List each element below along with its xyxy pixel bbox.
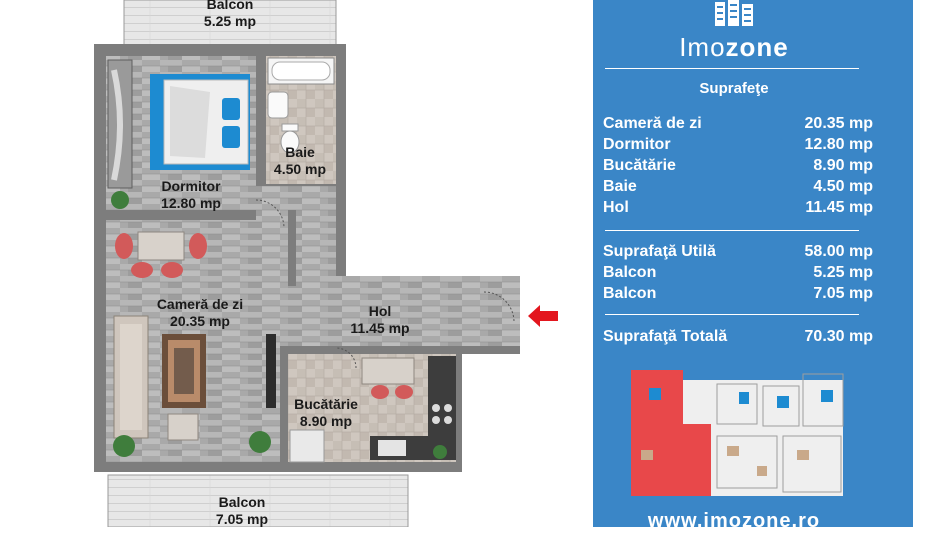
- plant-icon: [249, 431, 271, 453]
- brand-logo: Imozone: [593, 32, 875, 63]
- room-label-baie: Baie 4.50 mp: [262, 144, 338, 178]
- room-label-hol: Hol 11.45 mp: [332, 303, 428, 337]
- area-value: 4.50 mp: [813, 178, 873, 195]
- room-area: 5.25 mp: [203, 13, 257, 29]
- area-name: Hol: [603, 199, 629, 216]
- room-area: 4.50 mp: [273, 161, 327, 177]
- info-panel: Imozone Suprafeţe Cameră de zi 20.35 mp …: [593, 0, 913, 532]
- area-name: Bucătărie: [603, 157, 676, 174]
- plant-icon: [113, 435, 135, 457]
- area-row-dormitor: Dormitor 12.80 mp: [603, 136, 873, 157]
- building-logo-icon: [715, 0, 753, 26]
- area-row-bucatarie: Bucătărie 8.90 mp: [603, 157, 873, 178]
- area-row-balcon-1: Balcon 5.25 mp: [603, 264, 873, 285]
- room-label-balcon-top: Balcon 5.25 mp: [180, 0, 280, 30]
- balcony-top-floor: [123, 0, 337, 47]
- area-row-hol: Hol 11.45 mp: [603, 199, 873, 220]
- room-area: 11.45 mp: [350, 320, 410, 336]
- tv-icon: [266, 334, 276, 408]
- balcony-bottom-floor: [107, 474, 409, 528]
- divider: [605, 314, 859, 315]
- area-row-balcon-2: Balcon 7.05 mp: [603, 285, 873, 306]
- room-area: 12.80 mp: [161, 195, 221, 211]
- area-name: Suprafaţă Utilă: [603, 243, 716, 260]
- rug: [162, 334, 206, 408]
- divider: [605, 68, 859, 69]
- bed-icon: [150, 74, 250, 170]
- toilet-icon: [280, 123, 300, 154]
- bathtub-icon: [267, 57, 335, 85]
- room-name: Baie: [285, 144, 315, 160]
- website-url[interactable]: www.imozone.ro: [647, 510, 821, 532]
- room-name: Cameră de zi: [156, 296, 244, 312]
- area-value: 11.45 mp: [805, 199, 873, 216]
- kitchen-counter-icon: [361, 356, 456, 460]
- area-name: Baie: [603, 178, 637, 195]
- brand-light: Imo: [679, 32, 726, 62]
- area-value: 12.80 mp: [804, 136, 873, 153]
- area-value: 7.05 mp: [813, 285, 873, 302]
- area-value: 70.30 mp: [804, 328, 873, 345]
- room-name: Balcon: [206, 0, 254, 12]
- area-value: 8.90 mp: [813, 157, 873, 174]
- plant-icon: [433, 445, 447, 459]
- dining-table-icon: [115, 231, 207, 278]
- area-name: Balcon: [603, 264, 657, 281]
- area-name: Dormitor: [603, 136, 671, 153]
- panel-title: Suprafeţe: [699, 80, 769, 97]
- area-row-total: Suprafaţă Totală 70.30 mp: [603, 328, 873, 349]
- room-label-bucatarie: Bucătărie 8.90 mp: [286, 396, 366, 430]
- area-row-baie: Baie 4.50 mp: [603, 178, 873, 199]
- area-value: 20.35 mp: [804, 115, 873, 132]
- room-name: Bucătărie: [294, 396, 358, 412]
- area-name: Suprafaţă Totală: [603, 328, 728, 345]
- room-name: Hol: [368, 303, 392, 319]
- brand-bold: zone: [725, 32, 789, 62]
- room-label-balcon-bottom: Balcon 7.05 mp: [192, 494, 292, 528]
- divider: [605, 230, 859, 231]
- room-area: 20.35 mp: [170, 313, 230, 329]
- room-area: 7.05 mp: [215, 511, 269, 527]
- area-name: Balcon: [603, 285, 657, 302]
- building-keyplan: [627, 366, 853, 502]
- sofa-icon: [113, 315, 149, 439]
- room-label-camera: Cameră de zi 20.35 mp: [136, 296, 264, 330]
- room-area: 8.90 mp: [299, 413, 353, 429]
- entrance-arrow-icon: [528, 305, 558, 327]
- area-value: 5.25 mp: [813, 264, 873, 281]
- floor-plan-drawing: [94, 0, 520, 528]
- area-name: Cameră de zi: [603, 115, 702, 132]
- area-row-useful: Suprafaţă Utilă 58.00 mp: [603, 243, 873, 264]
- room-label-dormitor: Dormitor 12.80 mp: [141, 178, 241, 212]
- plant-icon: [111, 191, 129, 209]
- floor-plan: Balcon 5.25 mp Dormitor 12.80 mp Baie 4.…: [94, 0, 558, 528]
- room-name: Balcon: [218, 494, 266, 510]
- room-name: Dormitor: [161, 178, 221, 194]
- area-row-camera: Cameră de zi 20.35 mp: [603, 115, 873, 136]
- area-value: 58.00 mp: [804, 243, 873, 260]
